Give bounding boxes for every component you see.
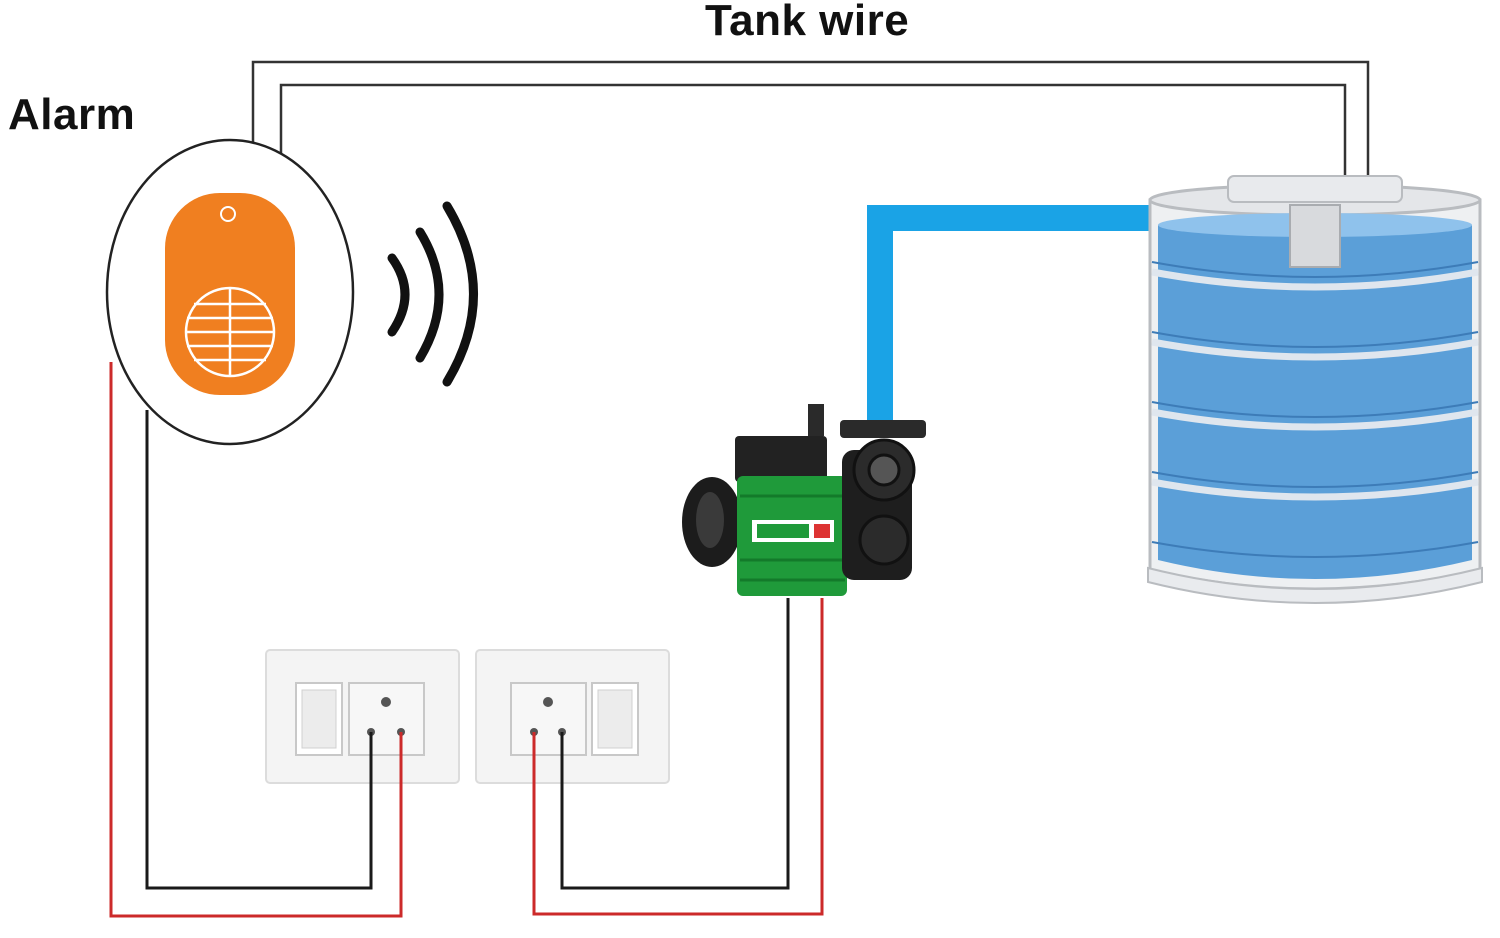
water-pipe [867,205,1160,425]
alarm-label: Alarm [8,90,136,139]
pump-power-wires [532,598,824,916]
water-pump [682,404,926,596]
switch-socket-left [265,649,460,784]
tank-wire-label: Tank wire [705,0,910,45]
water-tank [1147,175,1483,604]
speaker-grille-icon [184,286,276,378]
switch-socket-right [475,649,670,784]
tank-wire [251,60,1370,228]
sound-waves-icon [387,201,478,387]
alarm-device [105,138,355,446]
alarm-power-wires [109,362,403,918]
